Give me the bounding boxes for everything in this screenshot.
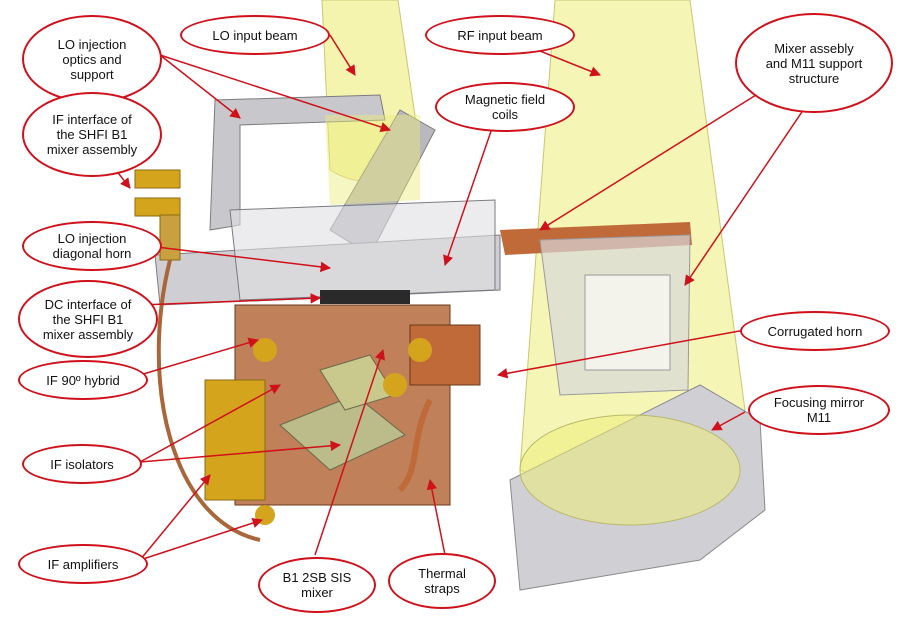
label-dc-interface: DC interface of the SHFI B1 mixer assemb…: [18, 280, 158, 358]
label-if-interface: IF interface of the SHFI B1 mixer assemb…: [22, 92, 162, 177]
lower-assembly: [204, 304, 481, 525]
label-corrugated-horn: Corrugated horn: [740, 311, 890, 351]
label-if-amplifiers: IF amplifiers: [18, 544, 148, 584]
label-lo-injection-optics: LO injection optics and support: [22, 15, 162, 103]
label-sis-mixer: B1 2SB SIS mixer: [258, 557, 376, 613]
focusing-mirror-shape: [509, 384, 766, 591]
label-mixer-assembly-support: Mixer assebly and M11 support structure: [735, 13, 893, 113]
label-lo-input-beam: LO input beam: [180, 15, 330, 55]
lo-optics-support: [209, 94, 436, 256]
label-magnetic-field-coils: Magnetic field coils: [435, 82, 575, 132]
label-thermal-straps: Thermal straps: [388, 553, 496, 609]
mixer-support-structure: [500, 222, 692, 396]
label-focusing-mirror: Focusing mirror M11: [748, 385, 890, 435]
label-if-hybrid: IF 90º hybrid: [18, 360, 148, 400]
label-rf-input-beam: RF input beam: [425, 15, 575, 55]
label-lo-injection-horn: LO injection diagonal horn: [22, 221, 162, 271]
label-if-isolators: IF isolators: [22, 444, 142, 484]
if-cable: [156, 259, 261, 542]
thermal-strap: [397, 398, 433, 493]
